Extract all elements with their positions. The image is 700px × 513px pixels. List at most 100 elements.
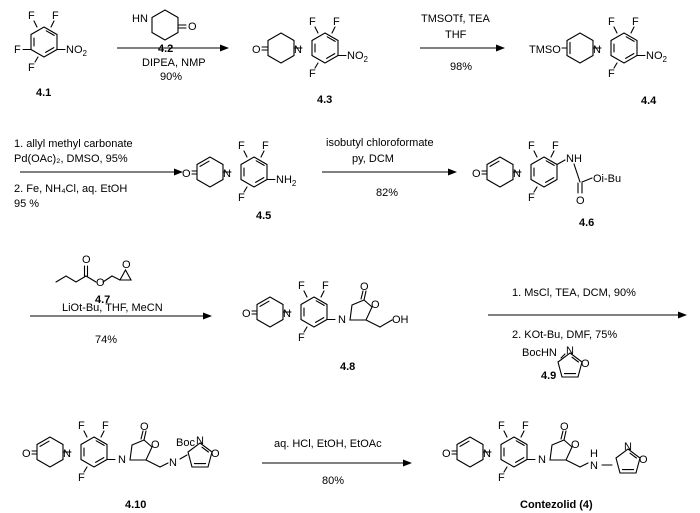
compound-label: 4.8 xyxy=(340,361,355,373)
atom-label: Oi-Bu xyxy=(593,173,621,185)
atom-label: O xyxy=(82,254,91,266)
compound-4-1: F F F NO2 F 4.1 xyxy=(14,10,88,99)
compound-4-2: HN O 4.2 xyxy=(132,9,197,55)
atom-label: F xyxy=(262,140,269,152)
atom-label: N xyxy=(513,168,521,180)
atom-label: N xyxy=(593,44,601,56)
compound-label: 4.1 xyxy=(36,87,51,99)
atom-label: O xyxy=(211,448,220,460)
compound-label: 4.4 xyxy=(641,95,657,107)
atom-label: F xyxy=(522,420,529,432)
step-2-solvent: THF xyxy=(445,29,467,41)
atom-label: H xyxy=(590,448,598,460)
atom-label: F xyxy=(333,16,340,28)
atom-label: Boc xyxy=(176,437,195,449)
atom-label: F xyxy=(608,16,615,28)
atom-label: N xyxy=(624,441,632,453)
step-1-yield: 90% xyxy=(160,71,182,83)
atom-label: NO2 xyxy=(646,50,668,64)
atom-label: F xyxy=(322,280,329,292)
arrow-step-7: aq. HCl, EtOH, EtOAc 80% xyxy=(262,438,412,487)
step-7-yield: 80% xyxy=(322,475,344,487)
atom-label: F xyxy=(528,192,535,204)
atom-label: F xyxy=(238,192,245,204)
atom-label: F xyxy=(102,420,109,432)
atom-label: NO2 xyxy=(66,44,88,58)
atom-label: F xyxy=(28,62,35,74)
step-2-reagents: TMSOTf, TEA xyxy=(421,13,491,25)
step-3-yield: 95 % xyxy=(14,198,39,210)
arrow-step-5: LiOt-Bu, THF, MeCN 74% xyxy=(30,302,212,346)
compound-label: Contezolid (4) xyxy=(520,499,593,511)
atom-label: NO2 xyxy=(347,50,369,64)
compound-4-7: O O O 4.7 xyxy=(55,254,132,306)
atom-label: F xyxy=(309,16,316,28)
arrow-step-4: isobutyl chloroformate py, DCM 82% xyxy=(322,137,457,199)
compound-4-9: BocHN N O 4.9 xyxy=(522,345,590,382)
atom-label: O xyxy=(188,21,197,33)
atom-label: F xyxy=(52,10,59,22)
atom-label: F xyxy=(608,68,615,80)
compound-4-3: O N F F NO2 F 4.3 xyxy=(252,16,369,106)
step-5-conditions: LiOt-Bu, THF, MeCN xyxy=(62,302,163,314)
atom-label: O xyxy=(151,439,160,451)
atom-label: O xyxy=(140,421,149,433)
arrow-step-2: TMSOTf, TEA THF 98% xyxy=(420,13,505,73)
atom-label: O xyxy=(252,44,261,56)
arrow-step-1: DIPEA, NMP 90% xyxy=(117,44,229,83)
atom-label: F xyxy=(78,420,85,432)
step-3-catalyst: Pd(OAc)₂, DMSO, 95% xyxy=(14,153,128,165)
step-6-reagent-2: 2. KOt-Bu, DMF, 75% xyxy=(512,329,617,341)
atom-label: F xyxy=(552,140,559,152)
atom-label: F xyxy=(298,280,305,292)
atom-label: O xyxy=(96,277,105,289)
atom-label: TMSO xyxy=(529,44,561,56)
arrow-step-6: 1. MsCl, TEA, DCM, 90% 2. KOt-Bu, DMF, 7… xyxy=(488,287,687,341)
compound-label: 4.2 xyxy=(158,43,173,55)
step-7-conditions: aq. HCl, EtOH, EtOAc xyxy=(274,438,382,450)
step-1-conditions: DIPEA, NMP xyxy=(142,57,206,69)
atom-label: O xyxy=(22,448,31,460)
compound-4-8: O N F F N O O OH F 4.8 xyxy=(242,280,409,373)
compound-label: 4.6 xyxy=(579,217,594,229)
atom-label: OH xyxy=(392,314,409,326)
compound-4-4: TMSO N F F NO2 F 4.4 xyxy=(529,16,668,107)
compound-4-6: O N F F NH O Oi-Bu F 4.6 xyxy=(472,140,621,229)
compound-label: 4.5 xyxy=(256,210,271,222)
atom-label: O xyxy=(576,195,585,207)
atom-label: F xyxy=(78,472,85,484)
compound-contezolid: O N F F N O O H N N O F Contezolid (4) xyxy=(442,420,648,511)
atom-label: N xyxy=(294,44,302,56)
atom-label: O xyxy=(472,168,481,180)
atom-label: N xyxy=(118,454,126,466)
atom-label: N xyxy=(283,308,291,320)
step-3-reagent-2: 2. Fe, NH₄Cl, aq. EtOH xyxy=(14,183,127,195)
arrow-step-3: 1. allyl methyl carbonate Pd(OAc)₂, DMSO… xyxy=(14,138,183,210)
atom-label: F xyxy=(298,332,305,344)
atom-label: N xyxy=(196,435,204,447)
atom-label: O xyxy=(581,358,590,370)
atom-label: O xyxy=(122,259,131,271)
atom-label: NH xyxy=(566,153,582,165)
atom-label: F xyxy=(632,16,639,28)
atom-label: O xyxy=(639,454,648,466)
atom-label: O xyxy=(182,168,191,180)
compound-4-10: O N F F N O O N Boc N O F 4.10 xyxy=(22,420,220,511)
atom-label: O xyxy=(360,281,369,293)
atom-label: F xyxy=(498,472,505,484)
step-4-reagent: isobutyl chloroformate xyxy=(326,137,434,149)
atom-label: F xyxy=(28,10,35,22)
atom-label: N xyxy=(63,448,71,460)
step-6-reagent-1: 1. MsCl, TEA, DCM, 90% xyxy=(512,287,636,299)
compound-label: 4.3 xyxy=(317,94,332,106)
atom-label: F xyxy=(498,420,505,432)
atom-label: O xyxy=(371,299,380,311)
atom-label: F xyxy=(14,44,21,56)
atom-label: N xyxy=(566,345,574,357)
step-2-yield: 98% xyxy=(450,61,472,73)
atom-label: F xyxy=(309,68,316,80)
atom-label: F xyxy=(528,140,535,152)
compound-label: 4.10 xyxy=(125,499,146,511)
atom-label: HN xyxy=(132,13,148,25)
atom-label: N xyxy=(483,448,491,460)
